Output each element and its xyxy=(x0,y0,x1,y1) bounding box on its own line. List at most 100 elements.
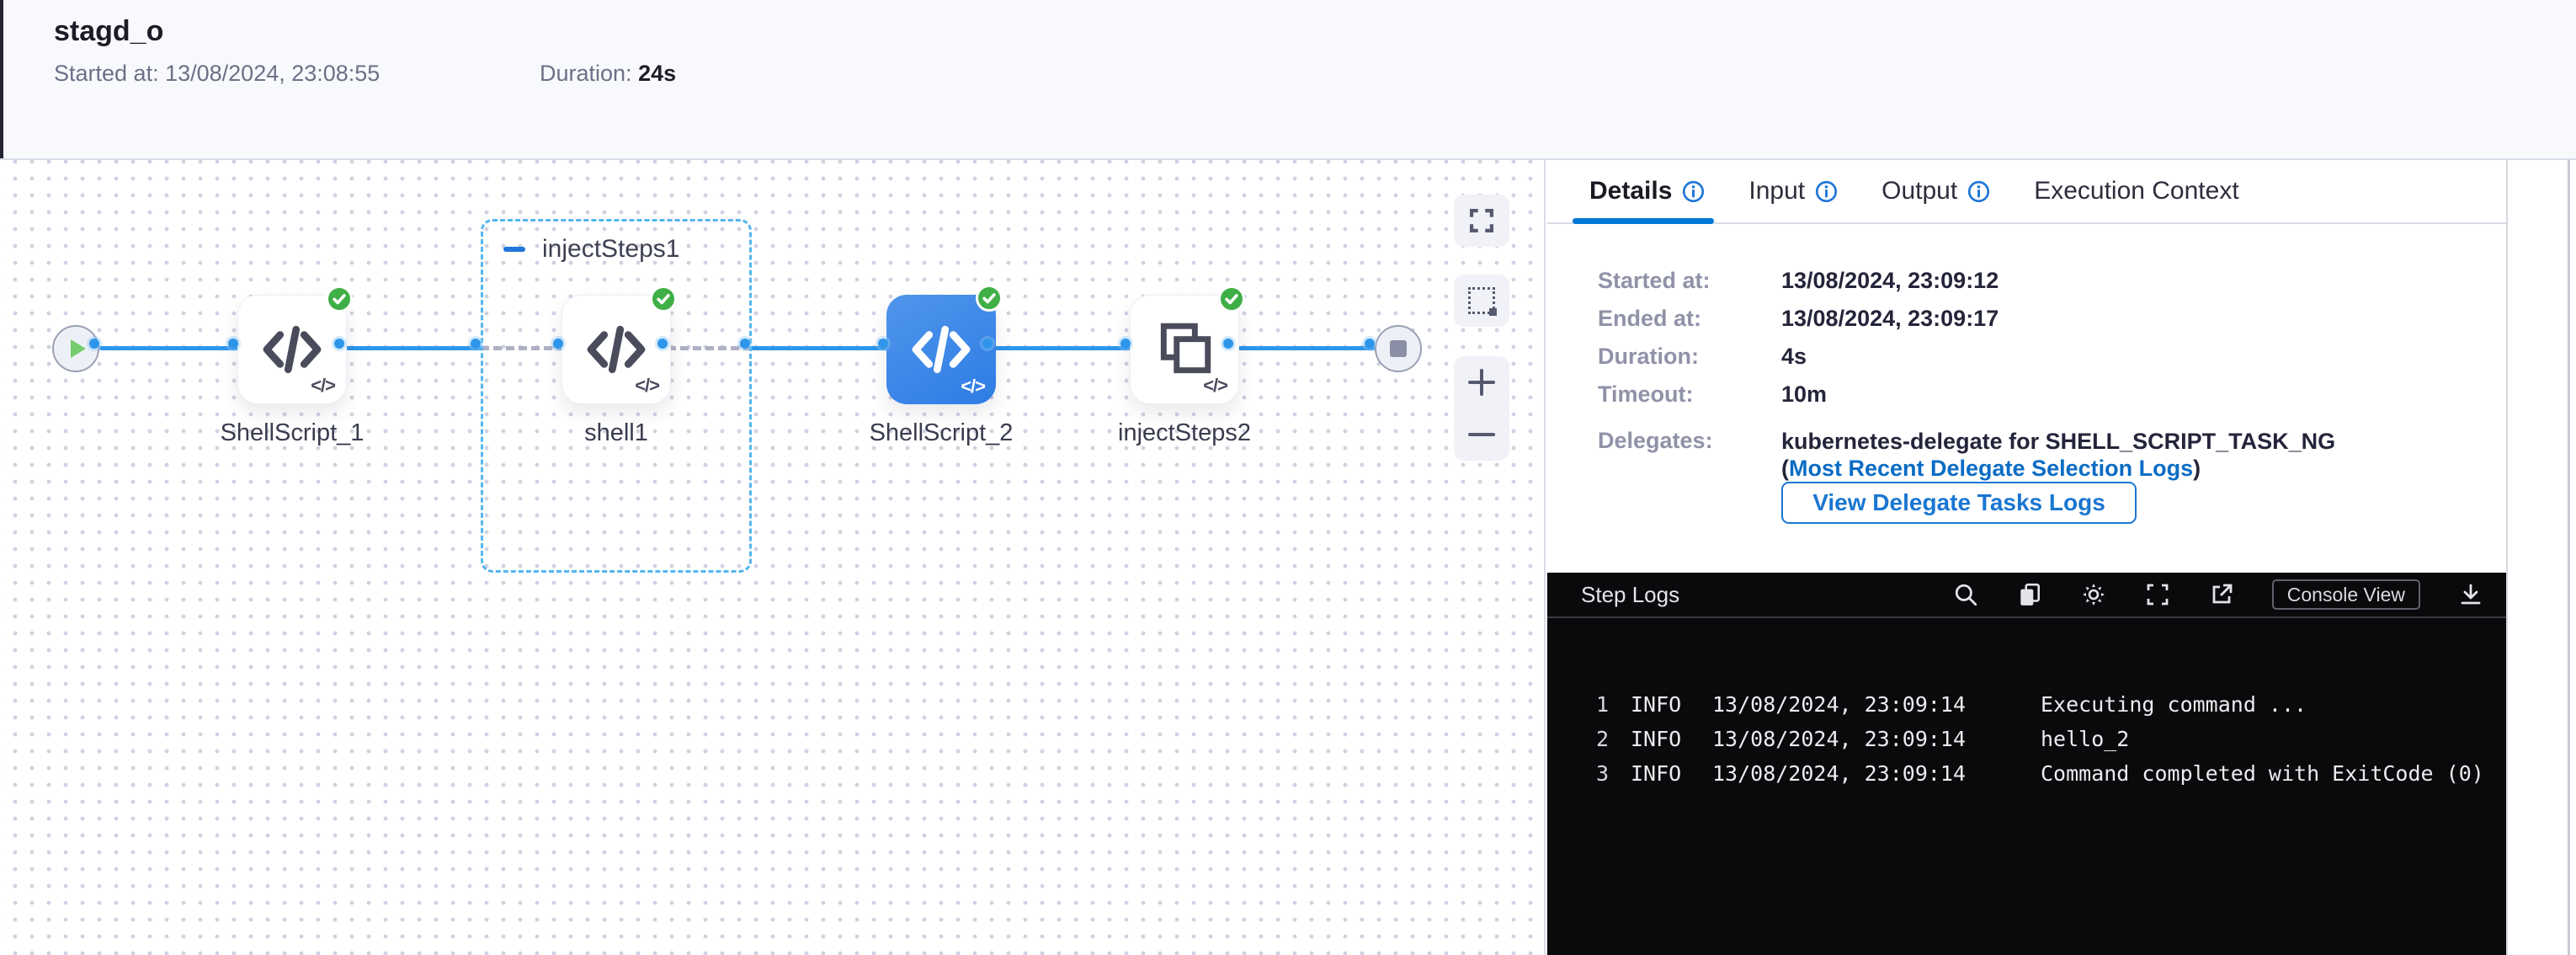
marquee-select-icon xyxy=(1468,287,1497,316)
stage-header: stagd_o Started at: 13/08/2024, 23:08:55… xyxy=(0,0,2576,160)
detail-value: 4s xyxy=(1781,344,1807,369)
pipeline-canvas[interactable]: injectSteps1 </> ShellScript_1 xyxy=(0,160,1546,955)
code-icon xyxy=(263,325,322,374)
detail-value: 10m xyxy=(1781,381,1828,407)
shell-script-mini-icon: </> xyxy=(635,375,660,396)
collapse-minus-icon[interactable] xyxy=(503,247,525,252)
tab-details[interactable]: Details xyxy=(1589,177,1705,205)
log-timestamp: 13/08/2024, 23:09:14 xyxy=(1712,761,1967,786)
node-injectsteps2[interactable]: </> xyxy=(1130,285,1245,404)
port xyxy=(553,339,563,349)
port xyxy=(228,339,238,349)
step-logs-header: Step Logs xyxy=(1547,573,2506,618)
right-edge-divider xyxy=(2568,160,2570,955)
duration-meta: Duration: 24s xyxy=(540,61,676,87)
log-line-number: 2 xyxy=(1596,727,1610,751)
started-at-meta: Started at: 13/08/2024, 23:08:55 xyxy=(54,61,380,87)
delegates-suffix: ) xyxy=(2193,456,2201,481)
right-scroll-gutter[interactable] xyxy=(2506,160,2576,955)
inject-steps-icon xyxy=(1160,323,1211,374)
settings-gear-icon[interactable] xyxy=(2080,581,2107,608)
started-at-value: 13/08/2024, 23:08:55 xyxy=(165,61,381,86)
tab-label: Execution Context xyxy=(2034,177,2239,205)
tab-label: Output xyxy=(1881,177,1958,205)
detail-label: Timeout: xyxy=(1598,381,1694,407)
port xyxy=(1365,339,1375,349)
open-external-icon[interactable] xyxy=(2208,581,2235,608)
stop-icon xyxy=(1390,340,1407,357)
stage-name: stagd_o xyxy=(54,15,164,47)
zoom-out-icon[interactable] xyxy=(1466,419,1497,450)
port xyxy=(740,339,750,349)
node-label: shell1 xyxy=(584,419,648,446)
connector-group-to-shell1 xyxy=(481,346,565,350)
active-tab-underline xyxy=(1573,218,1714,224)
log-timestamp: 13/08/2024, 23:09:14 xyxy=(1712,727,1967,751)
tab-output[interactable]: Output xyxy=(1881,177,1990,205)
connector-start-to-shellscript1 xyxy=(99,346,242,350)
fit-screen-icon xyxy=(1469,208,1494,233)
info-icon[interactable] xyxy=(1967,180,1990,203)
step-logs-console: Step Logs xyxy=(1547,573,2506,955)
fullscreen-icon[interactable] xyxy=(2144,581,2171,608)
step-details-panel: Details Input Output xyxy=(1547,160,2506,955)
tab-execution-context[interactable]: Execution Context xyxy=(2034,177,2238,205)
download-icon[interactable] xyxy=(2457,581,2484,608)
detail-label: Started at: xyxy=(1598,268,1711,293)
port xyxy=(1120,339,1131,349)
detail-value: 13/08/2024, 23:09:17 xyxy=(1781,306,1999,331)
step-group-injectsteps1[interactable]: injectSteps1 xyxy=(481,219,752,573)
fit-to-screen-button[interactable] xyxy=(1454,195,1509,247)
step-logs-title: Step Logs xyxy=(1581,581,1680,607)
view-delegate-tasks-logs-button[interactable]: View Delegate Tasks Logs xyxy=(1781,482,2137,524)
connector-shellscript2-to-injectsteps2 xyxy=(991,346,1132,350)
log-line: 1 INFO 13/08/2024, 23:09:14 Executing co… xyxy=(1547,692,2506,718)
left-edge-bar xyxy=(0,0,3,158)
node-shellscript-1[interactable]: </> xyxy=(237,285,353,404)
shell-script-mini-icon: </> xyxy=(1203,375,1228,396)
group-label: injectSteps1 xyxy=(542,235,680,263)
success-check-icon xyxy=(1218,285,1245,312)
delegates-text: kubernetes-delegate for SHELL_SCRIPT_TAS… xyxy=(1781,429,2336,481)
marquee-select-button[interactable] xyxy=(1454,275,1509,327)
started-at-label: Started at: xyxy=(54,61,159,86)
log-line: 3 INFO 13/08/2024, 23:09:14 Command comp… xyxy=(1547,761,2506,787)
info-icon[interactable] xyxy=(1815,180,1838,203)
connector-group-to-shellscript2 xyxy=(750,346,889,350)
port xyxy=(657,339,668,349)
success-check-icon xyxy=(650,285,677,312)
detail-value: 13/08/2024, 23:09:12 xyxy=(1781,268,1999,293)
port xyxy=(334,339,344,349)
node-shell1[interactable]: </> xyxy=(562,285,677,404)
search-icon[interactable] xyxy=(1952,581,1979,608)
tab-label: Input xyxy=(1748,177,1806,205)
log-message: Executing command ... xyxy=(2041,692,2307,717)
port xyxy=(982,339,993,349)
log-line: 2 INFO 13/08/2024, 23:09:14 hello_2 xyxy=(1547,727,2506,752)
delegate-selection-logs-link[interactable]: Most Recent Delegate Selection Logs xyxy=(1789,456,2194,481)
port xyxy=(471,339,481,349)
delegates-value: kubernetes-delegate for SHELL_SCRIPT_TAS… xyxy=(1781,428,2371,482)
log-message: Command completed with ExitCode (0) xyxy=(2041,761,2484,786)
step-logs-toolbar: Console View xyxy=(1952,579,2484,610)
log-line-number: 1 xyxy=(1596,692,1610,717)
copy-icon[interactable] xyxy=(2016,581,2043,608)
zoom-in-icon[interactable] xyxy=(1466,367,1497,397)
port xyxy=(89,339,99,349)
info-icon[interactable] xyxy=(1682,180,1705,203)
console-view-button[interactable]: Console View xyxy=(2271,579,2420,610)
connector-shell1-to-groupedge xyxy=(668,346,752,350)
play-icon xyxy=(71,339,86,358)
log-timestamp: 13/08/2024, 23:09:14 xyxy=(1712,692,1967,717)
node-shellscript-2-selected[interactable]: </> xyxy=(886,285,1003,404)
group-header[interactable]: injectSteps1 xyxy=(503,235,679,264)
code-icon xyxy=(587,325,646,374)
marquee-handle xyxy=(1489,308,1497,316)
log-line-number: 3 xyxy=(1596,761,1610,786)
duration-value: 24s xyxy=(638,61,677,86)
port xyxy=(878,339,888,349)
tab-input[interactable]: Input xyxy=(1748,177,1838,205)
node-label: ShellScript_1 xyxy=(220,419,365,446)
connector-shellscript1-to-group xyxy=(343,346,482,350)
